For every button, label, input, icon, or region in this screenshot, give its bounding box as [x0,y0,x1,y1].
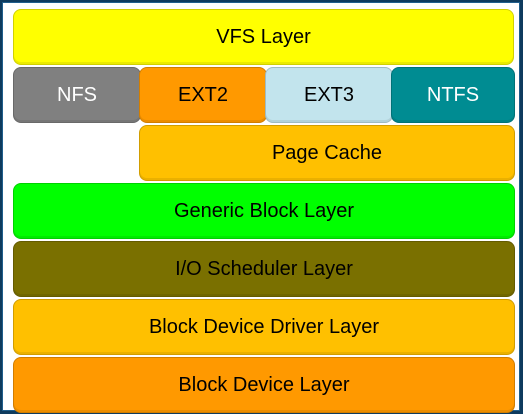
page-cache-layer: Page Cache [139,125,515,181]
io-scheduler-layer: I/O Scheduler Layer [13,241,515,297]
block-device-driver-layer: Block Device Driver Layer [13,299,515,355]
ntfs-label: NTFS [426,83,480,106]
block-device-driver-label: Block Device Driver Layer [148,315,380,338]
vfs-layer: VFS Layer [13,9,514,65]
generic-block-label: Generic Block Layer [173,199,355,222]
vfs-layer-label: VFS Layer [216,25,311,48]
ext2-label: EXT2 [177,83,229,106]
ntfs-filesystem: NTFS [391,67,515,123]
nfs-label: NFS [57,83,97,106]
page-cache-label: Page Cache [271,141,383,164]
nfs-filesystem: NFS [13,67,141,123]
block-device-layer: Block Device Layer [13,357,515,413]
block-device-label: Block Device Layer [178,373,350,396]
ext3-label: EXT3 [303,83,355,106]
io-scheduler-label: I/O Scheduler Layer [175,257,353,280]
generic-block-layer: Generic Block Layer [13,183,515,239]
ext2-filesystem: EXT2 [139,67,267,123]
ext3-filesystem: EXT3 [265,67,393,123]
